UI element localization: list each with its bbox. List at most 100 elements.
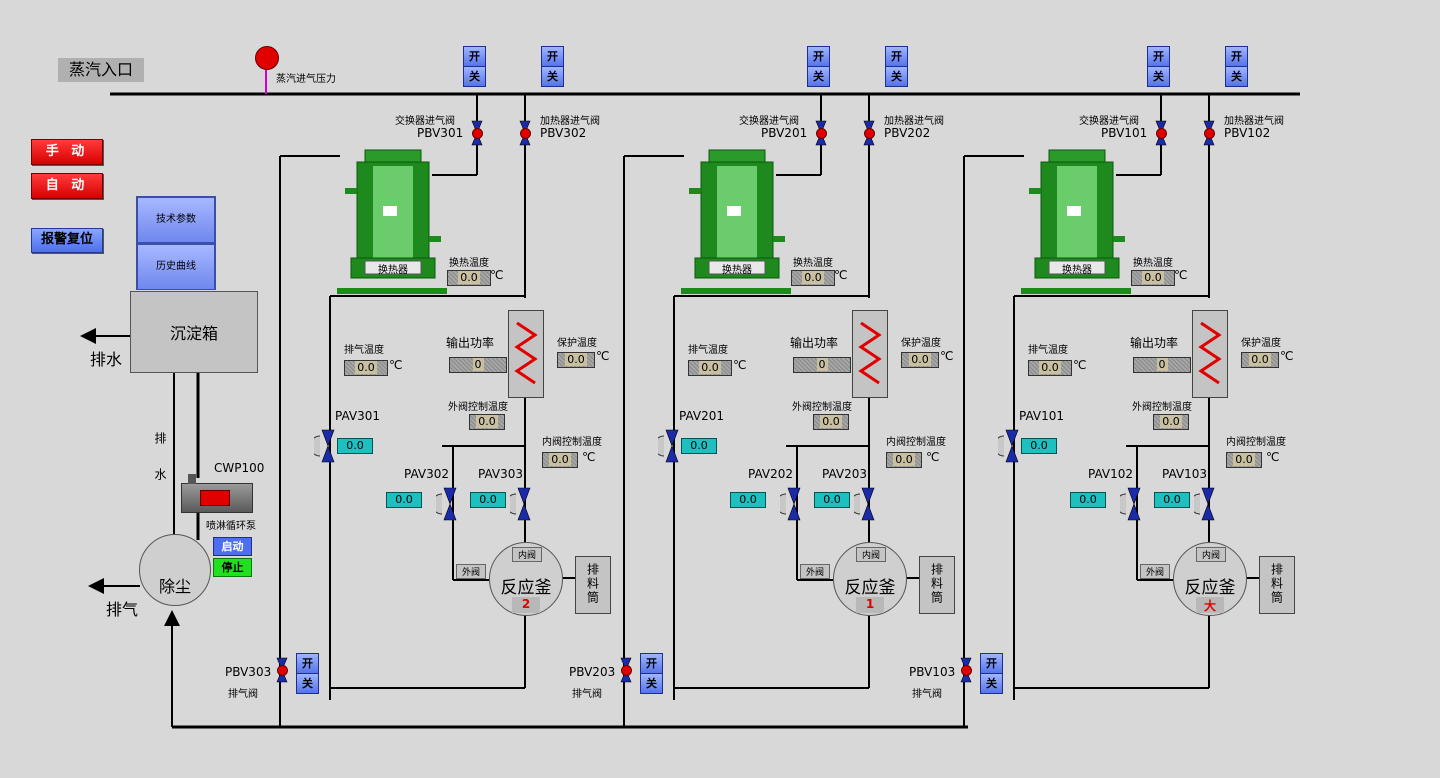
unit0-pav-in-valve[interactable] — [505, 486, 538, 522]
unit0-exchanger-onoff-on[interactable]: 开 — [464, 47, 485, 67]
unit1-exchanger-onoff-on[interactable]: 开 — [808, 47, 829, 67]
auto-button[interactable]: 自 动 — [31, 173, 103, 199]
pump-start-button[interactable]: 启动 — [213, 537, 252, 556]
exhaust-valve-label: 排气阀 — [228, 689, 258, 700]
unit2-exhaust-temp-value: 0.0 — [1028, 360, 1072, 376]
pbv-ex-label: PBV103 — [909, 665, 956, 679]
unit0-pav-main-value: 0.0 — [337, 438, 373, 454]
exchanger-label: 换热器 — [378, 265, 408, 276]
dust-label: 除尘 — [158, 577, 191, 596]
unit2-pbv-b-valve[interactable] — [1203, 120, 1215, 146]
steam-pressure-label: 蒸汽进气压力 — [276, 74, 336, 85]
unit2-heater-onoff-off[interactable]: 关 — [1226, 67, 1247, 86]
celsius-unit: ℃ — [596, 349, 610, 363]
unit2-exhaust-onoff-off[interactable]: 关 — [981, 674, 1002, 693]
history-curve-button[interactable]: 历史曲线 — [137, 243, 215, 290]
unit1-pbv-ex-valve[interactable] — [620, 657, 632, 683]
unit0-exhaust-onoff[interactable]: 开 关 — [296, 653, 319, 694]
celsius-unit: ℃ — [1280, 349, 1294, 363]
unit1-pbv-b-valve[interactable] — [863, 120, 875, 146]
unit0-pbv-a-valve[interactable] — [471, 120, 483, 146]
output-power-label: 输出功率 — [790, 336, 839, 350]
unit0-protect-temp-value: 0.0 — [557, 352, 595, 368]
unit1-exchanger-onoff[interactable]: 开 关 — [807, 46, 830, 87]
unit0-pbv-b-valve[interactable] — [519, 120, 531, 146]
unit2-exhaust-onoff[interactable]: 开 关 — [980, 653, 1003, 694]
unit2-heater-onoff-on[interactable]: 开 — [1226, 47, 1247, 67]
unit0-exchanger-onoff-off[interactable]: 关 — [464, 67, 485, 86]
unit1-pav-in-valve[interactable] — [849, 486, 882, 522]
unit0-pbv-ex-valve[interactable] — [276, 657, 288, 683]
tech-params-button[interactable]: 技术参数 — [137, 197, 215, 243]
unit1-exhaust-onoff-off[interactable]: 关 — [641, 674, 662, 693]
unit1-reactor: 内阀 反应釜 1 — [833, 542, 907, 616]
pump-stop-button[interactable]: 停止 — [213, 558, 252, 577]
unit1-exchanger-onoff-off[interactable]: 关 — [808, 67, 829, 86]
celsius-unit: ℃ — [926, 450, 940, 464]
unit1-heater-onoff-on[interactable]: 开 — [886, 47, 907, 67]
pbv-ex-label: PBV303 — [225, 665, 272, 679]
dust-collector: 除尘 — [139, 534, 211, 606]
pav-in-label: PAV103 — [1162, 467, 1208, 481]
exhaust-temp-label: 排气温度 — [688, 345, 728, 356]
unit1-heater-onoff-off[interactable]: 关 — [886, 67, 907, 86]
unit1-pbv-a-valve[interactable] — [815, 120, 827, 146]
manual-button[interactable]: 手 动 — [31, 139, 103, 165]
unit2-exchanger-onoff-on[interactable]: 开 — [1148, 47, 1169, 67]
unit2-pav-out-value: 0.0 — [1070, 492, 1106, 508]
reactor-number: 2 — [512, 597, 540, 613]
unit0-heater-onoff[interactable]: 开 关 — [541, 46, 564, 87]
exchanger-valve-label: 交换器进气阀 — [395, 116, 455, 127]
unit2-exchanger-onoff[interactable]: 开 关 — [1147, 46, 1170, 87]
unit2-pav-out-valve[interactable] — [1115, 486, 1148, 522]
unit1-outer-ctrl-temp-value: 0.0 — [813, 414, 849, 430]
unit0-exchanger-onoff[interactable]: 开 关 — [463, 46, 486, 87]
unit0-exhaust-temp-value: 0.0 — [344, 360, 388, 376]
unit0-pav-out-valve[interactable] — [431, 486, 464, 522]
unit2-discharge-drum: 排料筒 — [1259, 556, 1295, 614]
unit1-heater-onoff[interactable]: 开 关 — [885, 46, 908, 87]
celsius-unit: ℃ — [1073, 358, 1087, 372]
reactor-label: 反应釜 — [500, 578, 552, 598]
unit2-heat-exchanger: 换热器 — [1021, 148, 1131, 298]
pbv-a-label: PBV301 — [417, 126, 464, 140]
unit1-pav-out-valve[interactable] — [775, 486, 808, 522]
protect-temp-label: 保护温度 — [1241, 338, 1281, 349]
unit2-pav-in-valve[interactable] — [1189, 486, 1222, 522]
steam-inlet-label: 蒸汽入口 — [58, 58, 144, 82]
unit2-exchanger-onoff-off[interactable]: 关 — [1148, 67, 1169, 86]
unit2-exhaust-onoff-on[interactable]: 开 — [981, 654, 1002, 674]
unit1-exhaust-onoff-on[interactable]: 开 — [641, 654, 662, 674]
pbv-b-label: PBV302 — [540, 126, 587, 140]
heater-valve-label: 加热器进气阀 — [1224, 116, 1284, 127]
unit2-heater-onoff[interactable]: 开 关 — [1225, 46, 1248, 87]
protect-temp-label: 保护温度 — [901, 338, 941, 349]
pav-out-label: PAV302 — [404, 467, 450, 481]
unit1-pav-out-value: 0.0 — [730, 492, 766, 508]
reactor-label: 反应釜 — [1184, 578, 1236, 598]
celsius-unit: ℃ — [940, 349, 954, 363]
exhaust-temp-label: 排气温度 — [1028, 345, 1068, 356]
unit0-exhaust-onoff-on[interactable]: 开 — [297, 654, 318, 674]
pbv-a-label: PBV101 — [1101, 126, 1148, 140]
pressure-indicator-icon — [255, 46, 279, 70]
output-power-label: 输出功率 — [446, 336, 495, 350]
pbv-a-label: PBV201 — [761, 126, 808, 140]
pav-main-label: PAV301 — [335, 409, 381, 423]
reactor-number: 1 — [856, 597, 884, 613]
unit2-inner-ctrl-temp-value: 0.0 — [1226, 452, 1262, 468]
exchanger-valve-label: 交换器进气阀 — [739, 116, 799, 127]
alarm-reset-button[interactable]: 报警复位 — [31, 228, 103, 253]
exchange-temp-label: 换热温度 — [449, 258, 489, 269]
unit2-pbv-a-valve[interactable] — [1155, 120, 1167, 146]
unit0-heater-onoff-on[interactable]: 开 — [542, 47, 563, 67]
unit2-pbv-ex-valve[interactable] — [960, 657, 972, 683]
unit2-reactor: 内阀 反应釜 大 — [1173, 542, 1247, 616]
unit0-exhaust-onoff-off[interactable]: 关 — [297, 674, 318, 693]
exchanger-label: 换热器 — [722, 265, 752, 276]
unit0-heater-onoff-off[interactable]: 关 — [542, 67, 563, 86]
celsius-unit: ℃ — [1266, 450, 1280, 464]
settle-tank-label: 沉淀箱 — [169, 324, 218, 343]
inner-valve-tag: 内阀 — [856, 547, 886, 562]
unit1-exhaust-onoff[interactable]: 开 关 — [640, 653, 663, 694]
